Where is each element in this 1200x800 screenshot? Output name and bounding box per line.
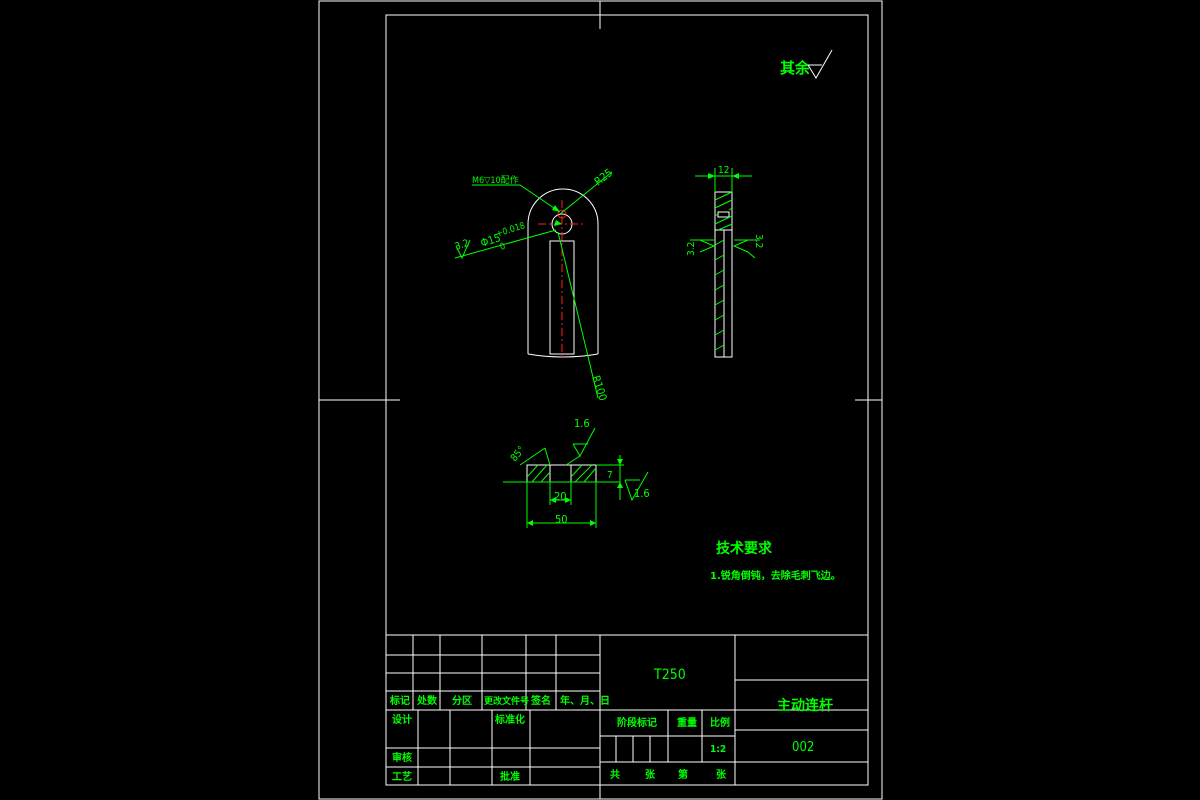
side-width-label: 12 [718, 165, 729, 176]
weight-label: 重量 [677, 716, 697, 729]
sheet-unit2-label: 张 [716, 768, 727, 781]
tech-req-title: 技术要求 [716, 540, 773, 557]
thread-note: M6▽10配作 [472, 174, 519, 186]
rev-header-0: 标记 [389, 694, 410, 707]
rev-header-5: 年、月、日 [560, 694, 610, 707]
rev-header-4: 签名 [530, 694, 551, 707]
scale-label: 比例 [710, 716, 730, 729]
side-roughness-right: 3.2 [753, 234, 764, 248]
rev-header-3: 更改文件号 [484, 695, 529, 707]
roughness-note: 其余 [780, 49, 833, 79]
roughness-note-label: 其余 [780, 59, 811, 77]
material-label: T250 [653, 667, 686, 683]
part-name-label: 主动连杆 [777, 697, 833, 714]
front-view: M6▽10配作 R25 Φ15 +0.018 0 3.2 R100 [454, 166, 616, 402]
rev-header-2: 分区 [452, 694, 472, 707]
roughness-symbol-icon [807, 49, 833, 79]
section-height-label: 7 [607, 470, 613, 481]
section-angle-label: 85° [509, 445, 528, 464]
approve-label: 批准 [500, 770, 520, 783]
section-outer-width: 50 [555, 513, 568, 526]
section-roughness-top: 1.6 [574, 417, 590, 430]
review-label: 审核 [392, 751, 412, 764]
front-roughness-label: 3.2 [454, 238, 471, 253]
process-label: 工艺 [392, 770, 412, 783]
sheets-total-label: 共 [610, 768, 620, 781]
section-view: 1.6 85° 20 50 7 1.6 [503, 417, 650, 528]
stage-mark-label: 阶段标记 [617, 716, 657, 729]
hole-dim-label: Φ15 [479, 231, 502, 250]
sheet-of-label: 第 [678, 768, 688, 781]
section-roughness-right: 1.6 [634, 487, 650, 500]
hole-tol-zero-label: 0 [499, 242, 507, 253]
side-view: 12 3.2 3.2 [686, 165, 764, 358]
scale-value: 1:2 [710, 744, 726, 755]
hole-tol-label: +0.018 [495, 221, 527, 240]
side-roughness-left: 3.2 [686, 242, 697, 256]
radius-bottom-label: R100 [589, 374, 609, 403]
drawing-no-label: 002 [792, 740, 814, 755]
design-label: 设计 [392, 713, 412, 726]
title-block: 标记 处数 分区 更改文件号 签名 年、月、日 设计 标准化 审核 工艺 批准 … [386, 634, 868, 785]
standardize-label: 标准化 [494, 713, 525, 726]
section-inner-width: 20 [554, 490, 567, 503]
sheet-unit1-label: 张 [645, 768, 656, 781]
rev-header-1: 处数 [416, 694, 438, 707]
tech-requirements: 技术要求 1.锐角倒钝，去除毛刺飞边。 [710, 540, 841, 582]
drawing-frame [318, 0, 883, 800]
tech-req-item-1: 1.锐角倒钝，去除毛刺飞边。 [710, 569, 841, 582]
